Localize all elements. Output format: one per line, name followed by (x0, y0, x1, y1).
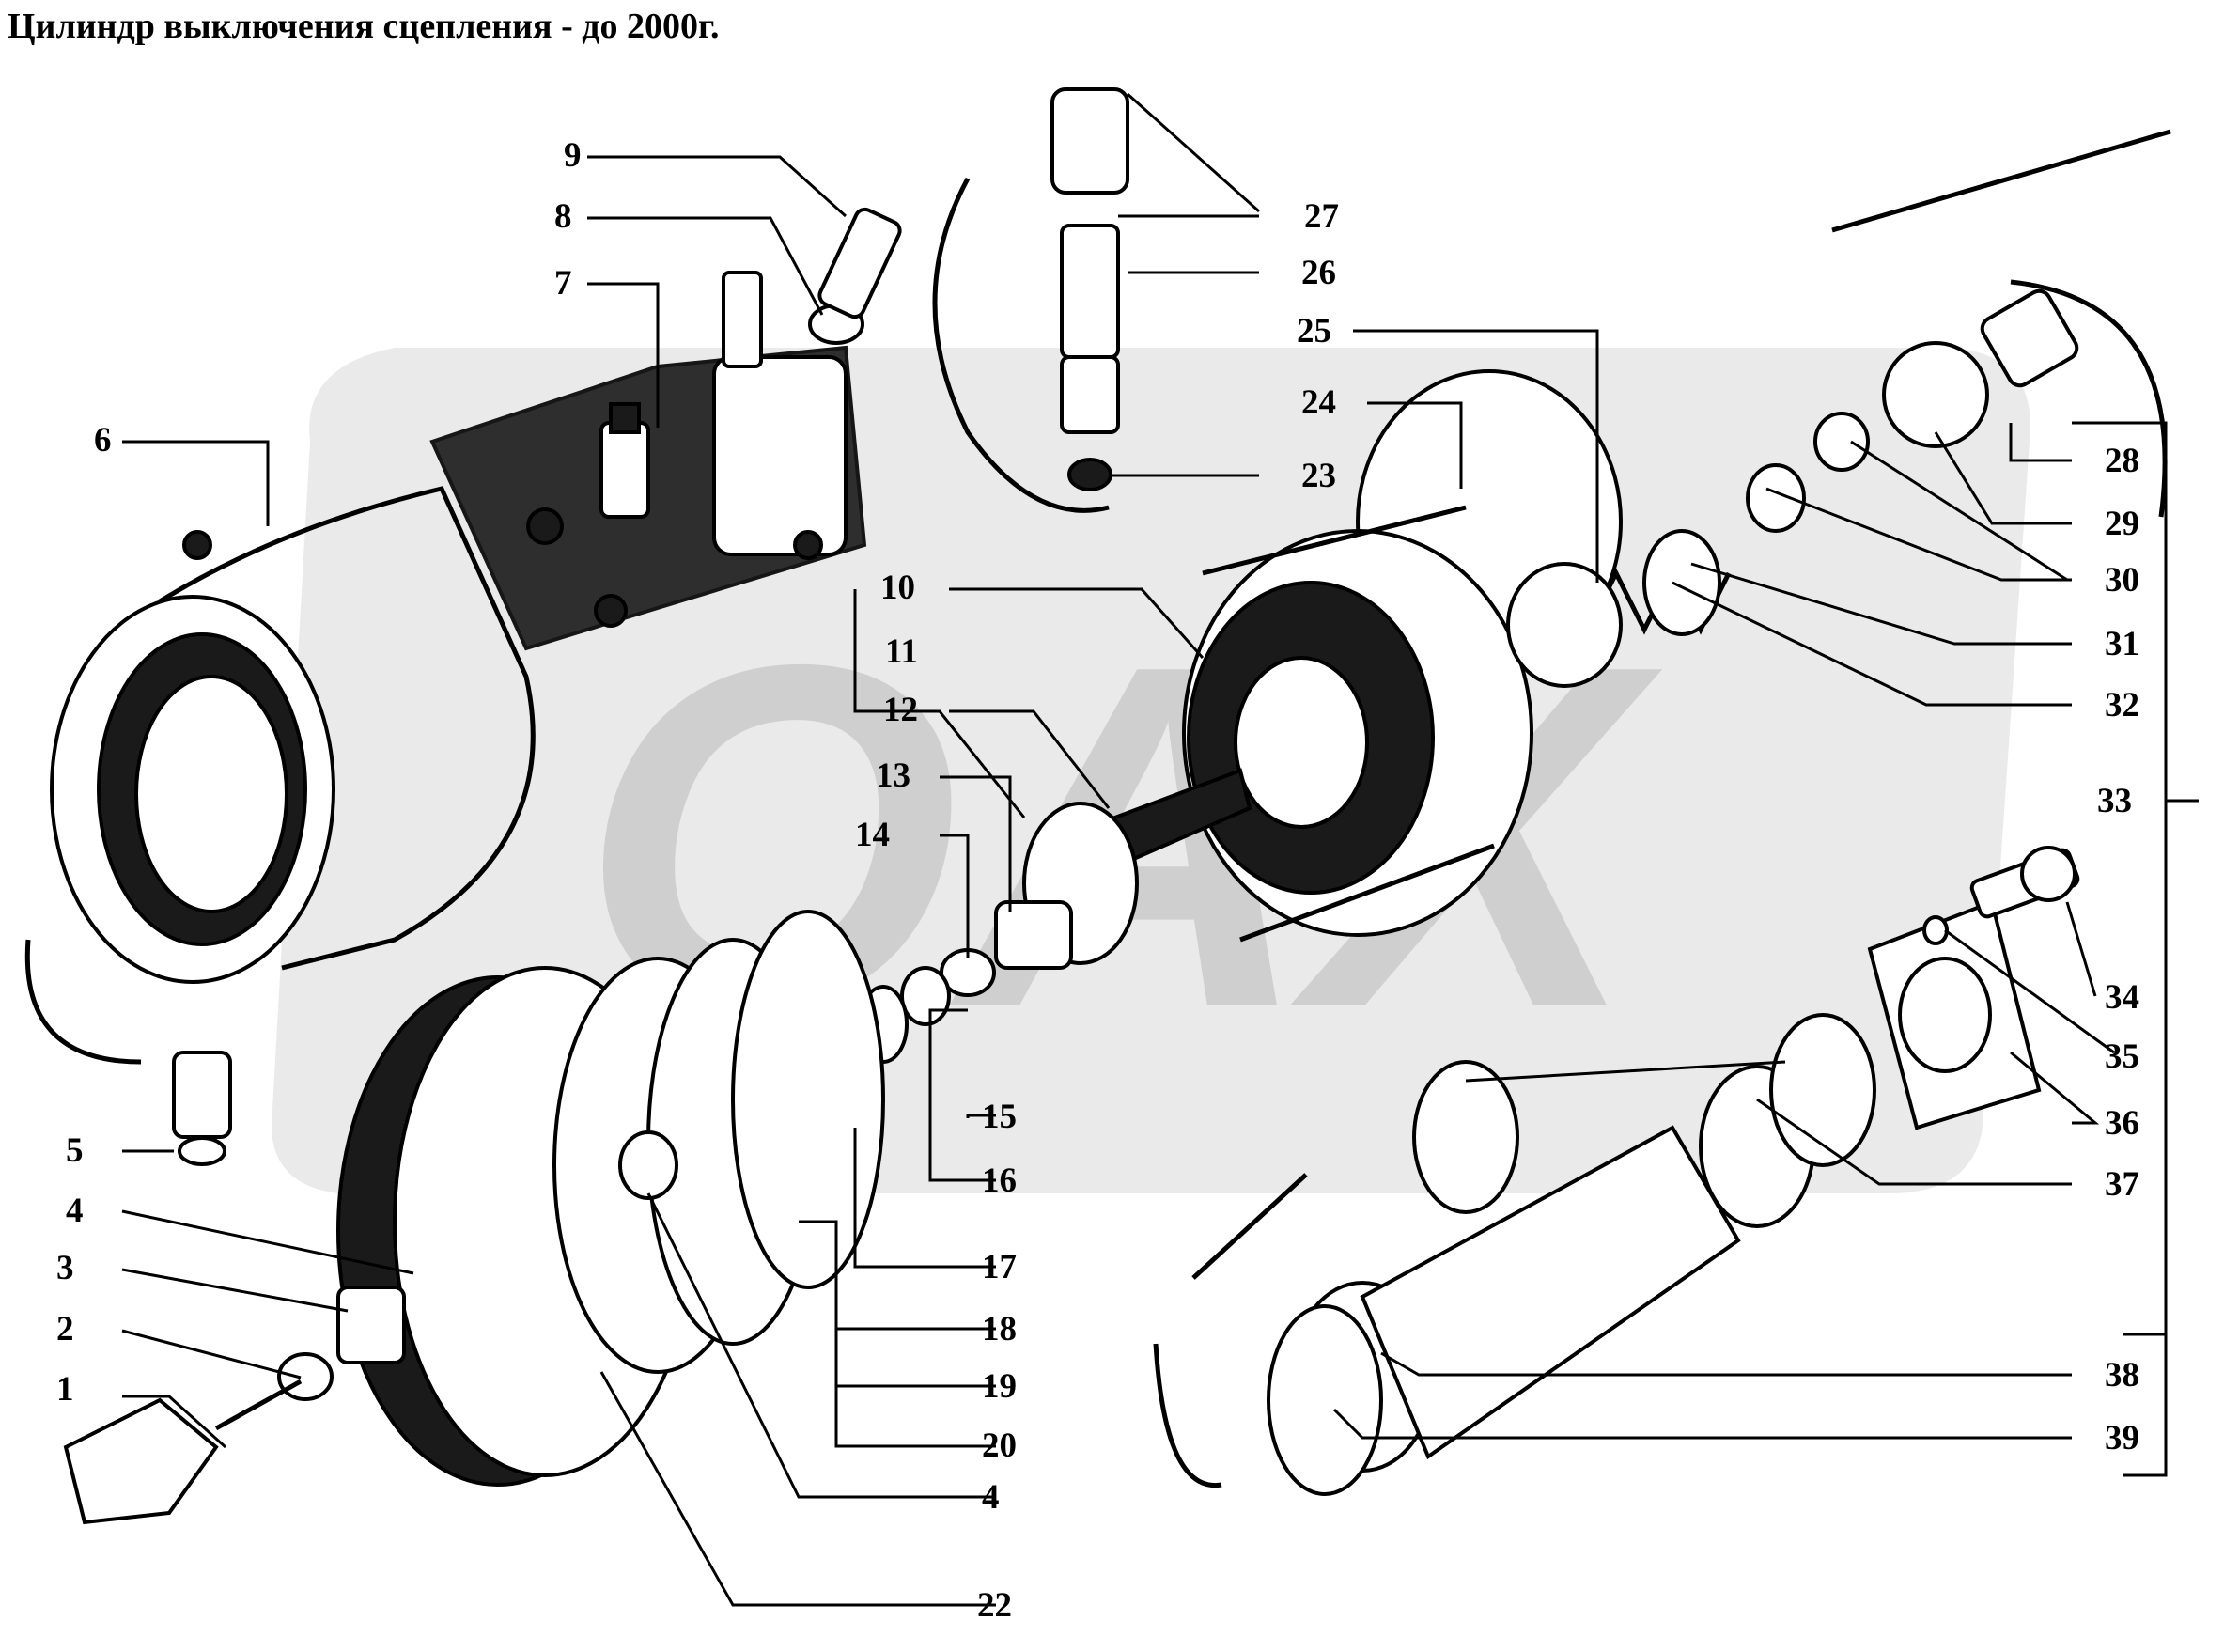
callout-2: 2 (56, 1310, 74, 1348)
page-title: Цилиндр выключения сцепления - до 2000г. (8, 7, 720, 46)
callout-16: 16 (982, 1161, 1017, 1200)
callout-28: 28 (2105, 442, 2139, 480)
callout-27: 27 (1304, 197, 1339, 236)
leader-lines (121, 92, 2199, 1607)
callout-3: 3 (56, 1249, 74, 1287)
callout-10: 10 (880, 569, 915, 607)
callout-38: 38 (2105, 1356, 2139, 1395)
callout-20: 20 (982, 1426, 1017, 1465)
callout-13: 13 (876, 756, 910, 795)
callout-34: 34 (2105, 978, 2139, 1017)
nipple-5 (24, 939, 232, 1166)
callout-30: 30 (2105, 561, 2139, 600)
callout-11: 11 (885, 632, 918, 671)
callout-23: 23 (1301, 457, 1336, 495)
callout-36: 36 (2105, 1104, 2139, 1143)
callout-8: 8 (554, 197, 572, 236)
callout-37: 37 (2105, 1165, 2139, 1204)
callout-labels: 1 2 3 4 5 6 7 8 9 10 11 12 13 14 15 16 1… (56, 136, 2139, 1625)
boot-and-covers-17-22 (63, 910, 885, 1525)
bleeder-parts-23-27 (932, 87, 1129, 513)
callout-32: 32 (2105, 686, 2139, 725)
callout-19: 19 (982, 1367, 1017, 1406)
callout-35: 35 (2105, 1037, 2139, 1076)
callout-15: 15 (982, 1098, 1017, 1136)
bleeder-valve-7 (599, 402, 650, 519)
callout-4b: 4 (982, 1478, 1000, 1517)
callout-7: 7 (554, 264, 572, 303)
callout-6: 6 (94, 421, 112, 460)
callout-31: 31 (2105, 625, 2139, 663)
callout-33: 33 (2097, 782, 2132, 820)
callout-17: 17 (982, 1248, 1017, 1286)
cylinder-housing (50, 345, 867, 984)
callout-39: 39 (2105, 1419, 2139, 1457)
callout-24: 24 (1301, 383, 1336, 422)
callout-22: 22 (977, 1586, 1012, 1625)
callout-1: 1 (56, 1370, 74, 1409)
spring-and-seals-24-32 (1506, 279, 2168, 688)
fitting-8-9 (722, 207, 902, 368)
callout-9: 9 (564, 136, 582, 175)
callout-4a: 4 (66, 1192, 84, 1230)
callout-5: 5 (66, 1131, 84, 1170)
callout-25: 25 (1297, 312, 1331, 351)
callout-12: 12 (883, 691, 918, 729)
callout-18: 18 (982, 1310, 1017, 1348)
callout-14: 14 (855, 816, 890, 854)
callout-26: 26 (1301, 254, 1336, 292)
callout-29: 29 (2105, 505, 2139, 543)
direction-arrows (1191, 129, 2171, 1280)
